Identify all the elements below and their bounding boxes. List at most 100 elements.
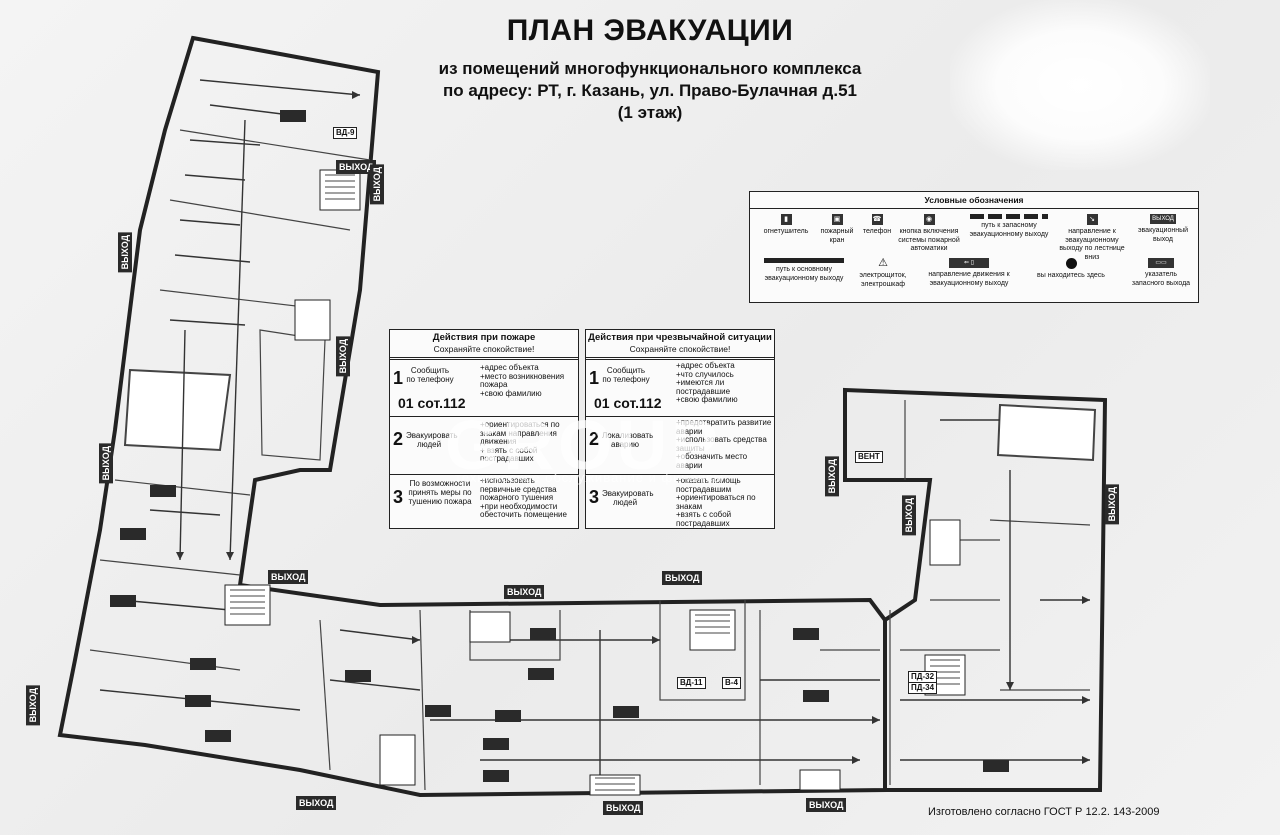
exit-sign: ВЫХОД <box>1105 484 1119 525</box>
step-item: + взять с собой пострадавших <box>480 445 538 464</box>
subtitle-line-1: из помещений многофункционального компле… <box>438 59 862 78</box>
step-items: +предотвратить развитие аварии +использо… <box>676 418 772 471</box>
step-item: +оказать помощь пострадавшим <box>676 476 741 494</box>
exit-sign: ВЫХОД <box>118 232 132 273</box>
fire-alarm-button-icon: ◉ <box>923 214 935 225</box>
step-item: +обозначить место аварии <box>676 452 748 470</box>
exit-sign: ВЫХОД <box>902 495 916 536</box>
room-label-pd34: ПД-34 <box>908 682 938 694</box>
fire-extinguisher-icon: ▮ <box>780 214 792 225</box>
legend-label: указатель запасного выхода <box>1131 271 1191 287</box>
electrical-panel-icon: ⚠ <box>878 257 888 269</box>
legend-label: огнетушитель <box>763 228 809 235</box>
step-item: +место возникновения пожара <box>480 371 565 390</box>
step-text: Сообщить по телефону <box>602 366 650 384</box>
you-are-here-icon <box>1065 258 1077 269</box>
legend-item: ◉ кнопка включения системы пожарной авто… <box>896 214 962 254</box>
step-number: 3 <box>393 487 404 507</box>
step-item: +имеются ли пострадавшие <box>676 378 731 396</box>
step-text: Эвакуировать людей <box>406 431 458 449</box>
exit-sign: ВЫХОД <box>268 570 309 584</box>
emergency-phone: 01 сот.112 <box>398 395 466 411</box>
plan-subtitle: из помещений многофункционального компле… <box>340 58 960 124</box>
room-label-vd9: ВД-9 <box>333 127 358 139</box>
legend-item: путь к основному эвакуационному выходу <box>754 258 854 283</box>
legend-item: ▣ пожарный кран <box>816 214 858 245</box>
step-item: +ориентироваться по знакам <box>676 493 756 511</box>
emergency-step-2: 2 Локализовать аварию +предотвратить раз… <box>586 416 774 473</box>
footer-standard: Изготовлено согласно ГОСТ Р 12.2. 143-20… <box>928 806 1160 818</box>
legend-item: ▮ огнетушитель <box>756 214 816 237</box>
exit-sign: ВЫХОД <box>99 443 113 484</box>
interior-walls <box>89 129 1097 791</box>
legend-title: Условные обозначения <box>750 192 1198 209</box>
watermark-tagline: техническое обслуживание и финансы <box>455 470 724 485</box>
step-number: 3 <box>589 487 600 507</box>
step-item: +свою фамилию <box>676 395 738 405</box>
step-text: Локализовать аварию <box>602 431 654 449</box>
step-text: Эвакуировать людей <box>602 489 654 507</box>
emergency-step-3: 3 Эвакуировать людей +оказать помощь пос… <box>586 474 774 528</box>
solid-arrow-icon <box>764 258 844 263</box>
legend-label: эвакуационный выход <box>1137 227 1189 243</box>
stair-hatching <box>230 174 960 791</box>
step-items: +ориентироваться по знакам направления д… <box>480 420 576 464</box>
subtitle-line-2: по адресу: РТ, г. Казань, ул. Право-Була… <box>443 81 857 100</box>
direction-sign-icon: ⇐ ▯ <box>949 258 989 268</box>
exit-sign: ВЫХОД <box>370 164 384 205</box>
dashed-arrow-icon <box>970 214 1048 219</box>
step-item: +ориентироваться по знакам направления д… <box>480 420 560 447</box>
fire-step-3: 3 По возможности принять меры по тушению… <box>390 474 578 527</box>
legend-item: ⇐ ▯ направление движения к эвакуационном… <box>926 258 1012 288</box>
exit-sign: ВЫХОД <box>26 685 40 726</box>
exit-sign: ВЫХОД <box>504 585 545 599</box>
step-items: +использовать первичные средства пожарно… <box>480 476 576 520</box>
exit-sign: ВЫХОД <box>603 801 644 815</box>
step-item: +использовать средства защиты <box>676 435 767 453</box>
legend-item: ↘ направление к эвакуационному выходу по… <box>1056 214 1128 262</box>
legend-label: направление движения к эвакуационному вы… <box>928 271 1010 287</box>
emergency-actions-box: Действия при чрезвычайной ситуации Сохра… <box>585 329 775 529</box>
step-number: 2 <box>393 429 404 449</box>
legend-label: электрощиток, электрошкаф <box>859 272 907 288</box>
step-items: +адрес объекта +место возникновения пожа… <box>480 363 576 398</box>
legend-label: вы находитесь здесь <box>1037 272 1105 279</box>
watermark-logo: GROUP <box>445 406 722 484</box>
step-number: 1 <box>589 368 600 388</box>
step-items: +адрес объекта +что случилось +имеются л… <box>676 361 772 405</box>
step-item: +использовать первичные средства пожарно… <box>480 476 557 503</box>
step-item: +взять с собой пострадавших <box>676 510 732 528</box>
step-item: +адрес объекта <box>480 363 539 372</box>
legend-item: ⚠ электрощиток, электрошкаф <box>850 258 916 289</box>
legend-label: путь к основному эвакуационному выходу <box>764 266 844 282</box>
step-item: +свою фамилию <box>480 388 542 398</box>
fire-step-1: 1 Сообщить по телефону 01 сот.112 +адрес… <box>390 359 578 415</box>
subtitle-line-3: (1 этаж) <box>617 103 683 122</box>
fire-step-2: 2 Эвакуировать людей +ориентироваться по… <box>390 416 578 473</box>
emergency-actions-title: Действия при чрезвычайной ситуации <box>588 332 772 343</box>
legend-label: кнопка включения системы пожарной автома… <box>898 228 960 252</box>
legend-item: ☎ телефон <box>858 214 896 237</box>
equipment-icons <box>110 110 1009 782</box>
step-text: Сообщить по телефону <box>406 366 454 384</box>
exit-sign: ВЫХОД <box>296 796 337 810</box>
legend-item: вы находитесь здесь <box>1036 258 1106 281</box>
exit-sign: ВЫХОД <box>336 160 377 174</box>
exit-sign: ВЫХОД <box>662 571 703 585</box>
phone-icon: ☎ <box>871 214 883 225</box>
emergency-exit-sign-icon: ▭▭ <box>1148 258 1174 268</box>
exit-sign-icon: ВЫХОД <box>1150 214 1176 224</box>
room-label-vd11: ВД-11 <box>677 677 706 689</box>
exit-sign: ВЫХОД <box>825 456 839 497</box>
step-item: +адрес объекта <box>676 361 735 370</box>
legend: Условные обозначения ▮ огнетушитель ▣ по… <box>749 191 1199 303</box>
room-label-vent: ВЕНТ <box>855 451 883 463</box>
light-glare <box>950 0 1210 170</box>
exit-sign: ВЫХОД <box>806 798 847 812</box>
step-item: +что случилось <box>676 369 734 379</box>
emergency-phone: 01 сот.112 <box>594 395 662 411</box>
legend-item: ВЫХОД эвакуационный выход <box>1132 214 1194 244</box>
legend-label: пожарный кран <box>820 228 854 244</box>
direction-arrow-marks <box>176 91 1090 764</box>
room-label-v4: В-4 <box>722 677 741 689</box>
